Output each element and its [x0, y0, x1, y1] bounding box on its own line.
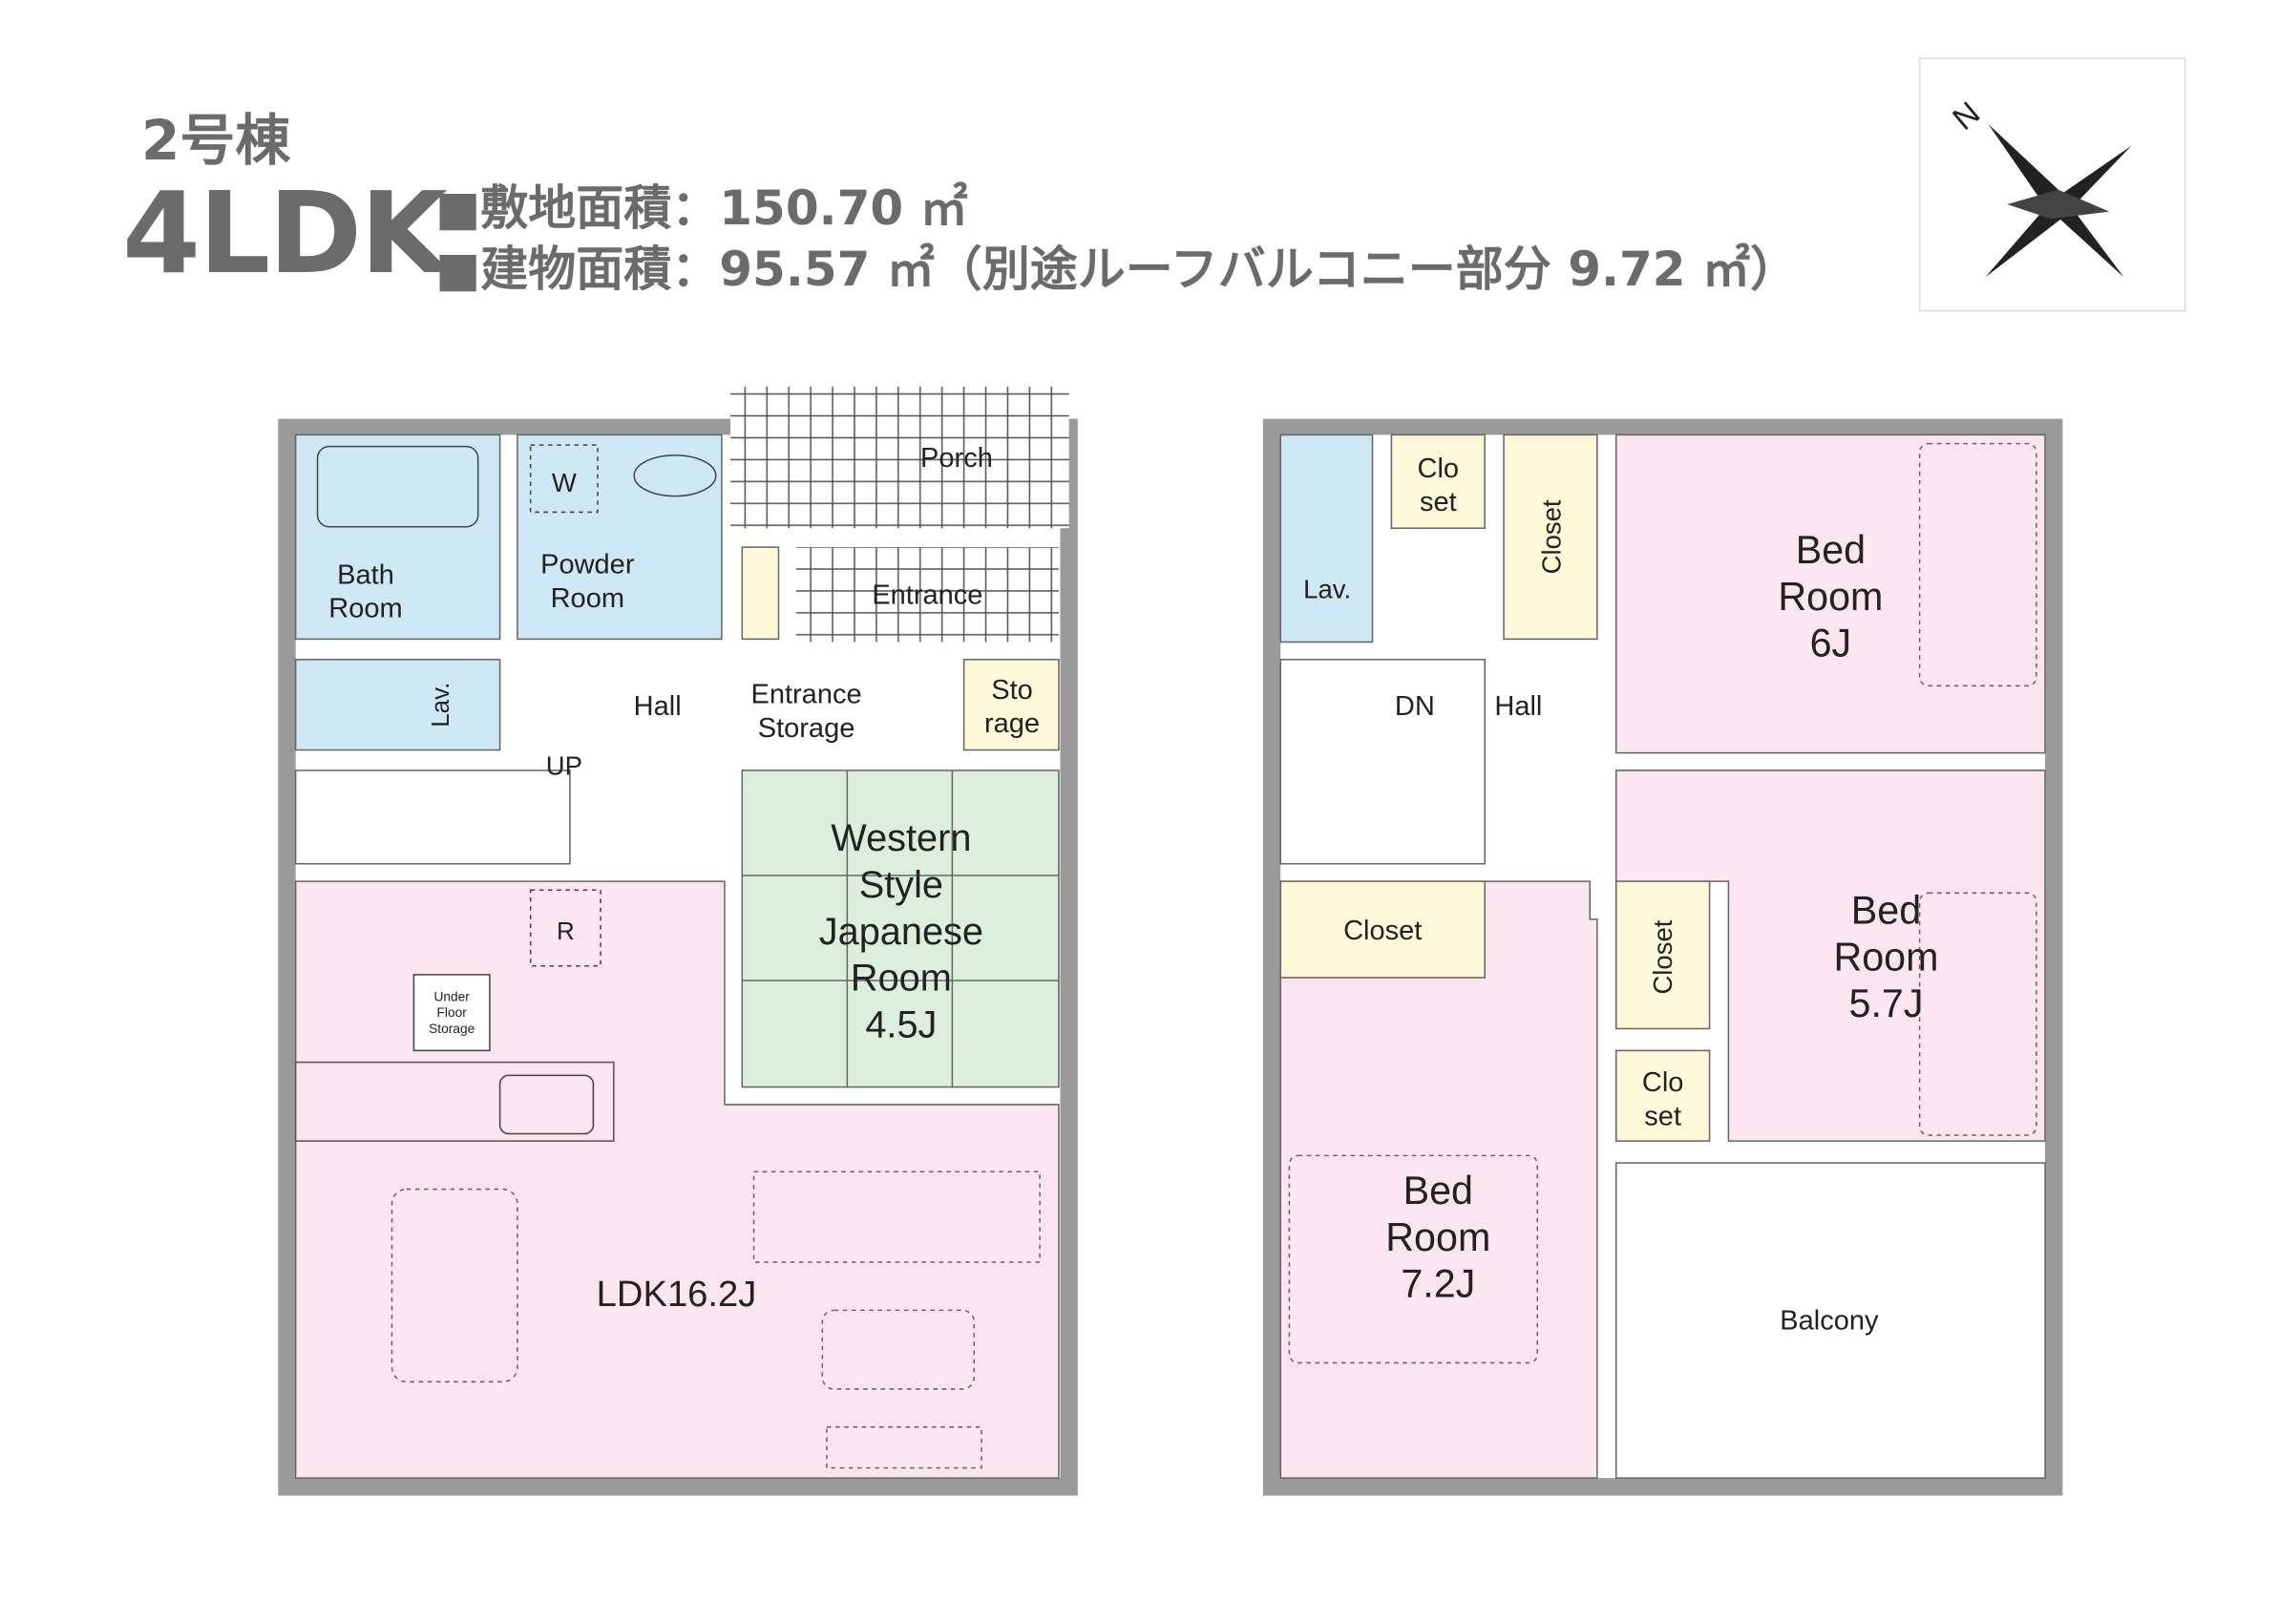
svg-text:Entrance: Entrance	[872, 580, 982, 611]
powder-room	[517, 433, 723, 641]
svg-text:R: R	[557, 917, 575, 945]
compass-rose: N	[1918, 57, 2186, 312]
svg-text:Closet: Closet	[1418, 453, 1460, 517]
site-area: ■敷地面積：150.70 ㎡	[435, 180, 968, 236]
svg-text:W: W	[552, 468, 577, 497]
balcony	[1614, 1162, 2046, 1479]
svg-text:Storage: Storage	[984, 675, 1040, 739]
svg-text:Closet: Closet	[1343, 916, 1422, 946]
stairs	[294, 770, 571, 865]
svg-text:Hall: Hall	[1494, 691, 1542, 722]
japanese-room	[741, 770, 1060, 1088]
floor-area: ■建物面積：95.57 ㎡（別途ルーフバルコニー部分 9.72 ㎡）	[435, 242, 1798, 297]
svg-text:Porch: Porch	[920, 443, 993, 474]
svg-text:UP: UP	[546, 751, 582, 781]
stairs	[1279, 659, 1486, 865]
svg-text:Closet: Closet	[1537, 499, 1567, 574]
plan-type: 4LDK	[122, 167, 448, 299]
svg-text:Hall: Hall	[634, 691, 682, 722]
svg-text:DN: DN	[1395, 691, 1435, 722]
ldk-label: LDK16.2J	[597, 1274, 757, 1315]
building-number: 2号棟	[141, 108, 291, 173]
toilet-room	[294, 659, 501, 751]
svg-text:Closet: Closet	[1642, 1067, 1684, 1131]
svg-text:Balcony: Balcony	[1780, 1305, 1879, 1336]
svg-text:Lav.: Lav.	[1303, 575, 1351, 604]
svg-text:Closet: Closet	[1648, 919, 1677, 994]
storage	[962, 659, 1060, 751]
bedroom-7-2j	[1279, 880, 1598, 1479]
bedroom-6j	[1614, 433, 2046, 754]
svg-text:Lav.: Lav.	[426, 683, 454, 728]
